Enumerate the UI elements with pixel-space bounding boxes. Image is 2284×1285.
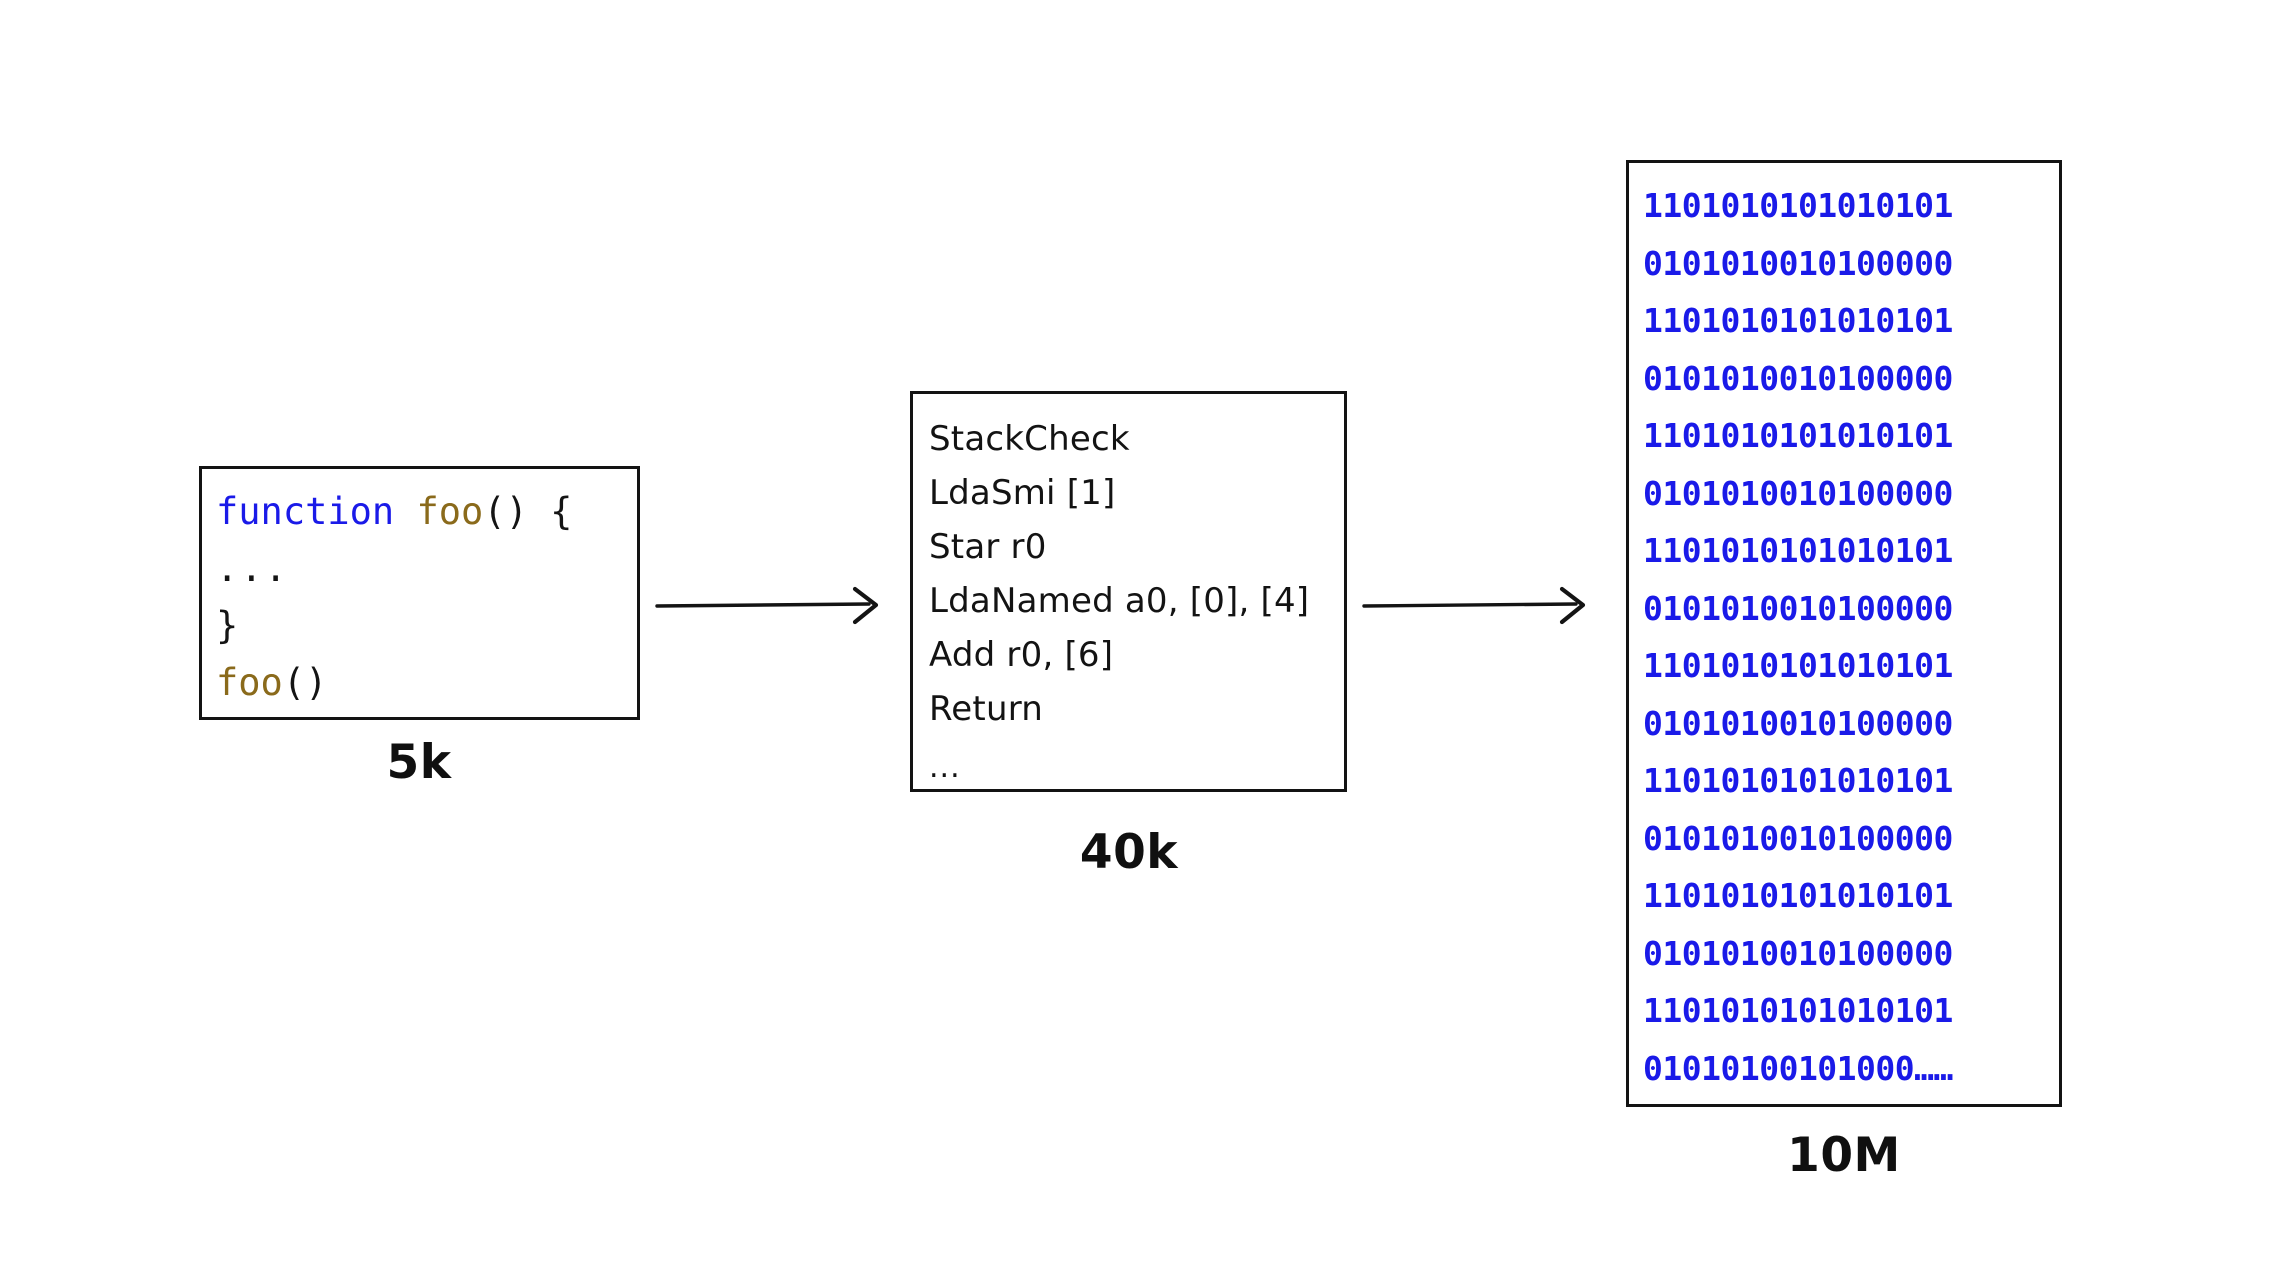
binary-row: 1101010101010101 (1643, 186, 1953, 225)
source-code-line-1: function foo() { (216, 483, 637, 540)
binary-row: 0101010010100000 (1643, 358, 1953, 398)
binary-row: 1101010101010101 (1643, 531, 1953, 570)
machine-code-box: 1101010101010101 0101010010100000 110101… (1626, 160, 2062, 1107)
bytecode-instruction: LdaSmi [1] (929, 473, 1116, 513)
binary-row: 1101010101010101 (1643, 301, 1953, 340)
binary-row: 0101010010100000 (1643, 933, 1953, 973)
bytecode-instruction: LdaNamed a0, [0], [4] (929, 581, 1310, 621)
arrow-bytecode-to-binary-icon (1362, 586, 1586, 625)
source-code-call-line: foo() (216, 654, 637, 711)
function-name-foo: foo (416, 490, 484, 533)
source-code-body-ellipsis: ... (216, 547, 289, 590)
binary-row: 0101010010100000 (1643, 588, 1953, 628)
size-label-source: 5k (386, 735, 452, 790)
bytecode-instruction: Star r0 (929, 527, 1047, 567)
binary-row: 0101010010100000 (1643, 703, 1953, 743)
bytecode-instruction: Return (929, 689, 1044, 729)
binary-row: 0101010010100000 (1643, 473, 1953, 513)
size-label-bytecode: 40k (1079, 825, 1179, 880)
call-parens: () (282, 661, 328, 704)
binary-row: 1101010101010101 (1643, 876, 1953, 915)
code-space (394, 490, 416, 533)
binary-row: 1101010101010101 (1643, 646, 1953, 685)
bytecode-ellipsis: ... (929, 750, 961, 785)
bytecode-instruction: StackCheck (929, 419, 1130, 459)
code-punctuation: () { (483, 490, 573, 533)
binary-row: 1101010101010101 (1643, 761, 1953, 800)
size-label-binary: 10M (1787, 1128, 1901, 1183)
bytecode-box: StackCheck LdaSmi [1] Star r0 LdaNamed a… (910, 391, 1347, 792)
bytecode-instruction: Add r0, [6] (929, 635, 1114, 675)
source-code-closing-brace: } (216, 604, 239, 647)
binary-row: 01010100101000…… (1643, 1048, 1953, 1088)
arrow-source-to-bytecode-icon (655, 586, 879, 625)
binary-row: 1101010101010101 (1643, 991, 1953, 1030)
binary-row: 0101010010100000 (1643, 243, 1953, 283)
binary-row: 0101010010100000 (1643, 818, 1953, 858)
keyword-function: function (216, 490, 395, 533)
source-code-box: function foo() { ... } foo() (199, 466, 640, 720)
binary-row: 1101010101010101 (1643, 416, 1953, 455)
call-name-foo: foo (216, 661, 283, 704)
